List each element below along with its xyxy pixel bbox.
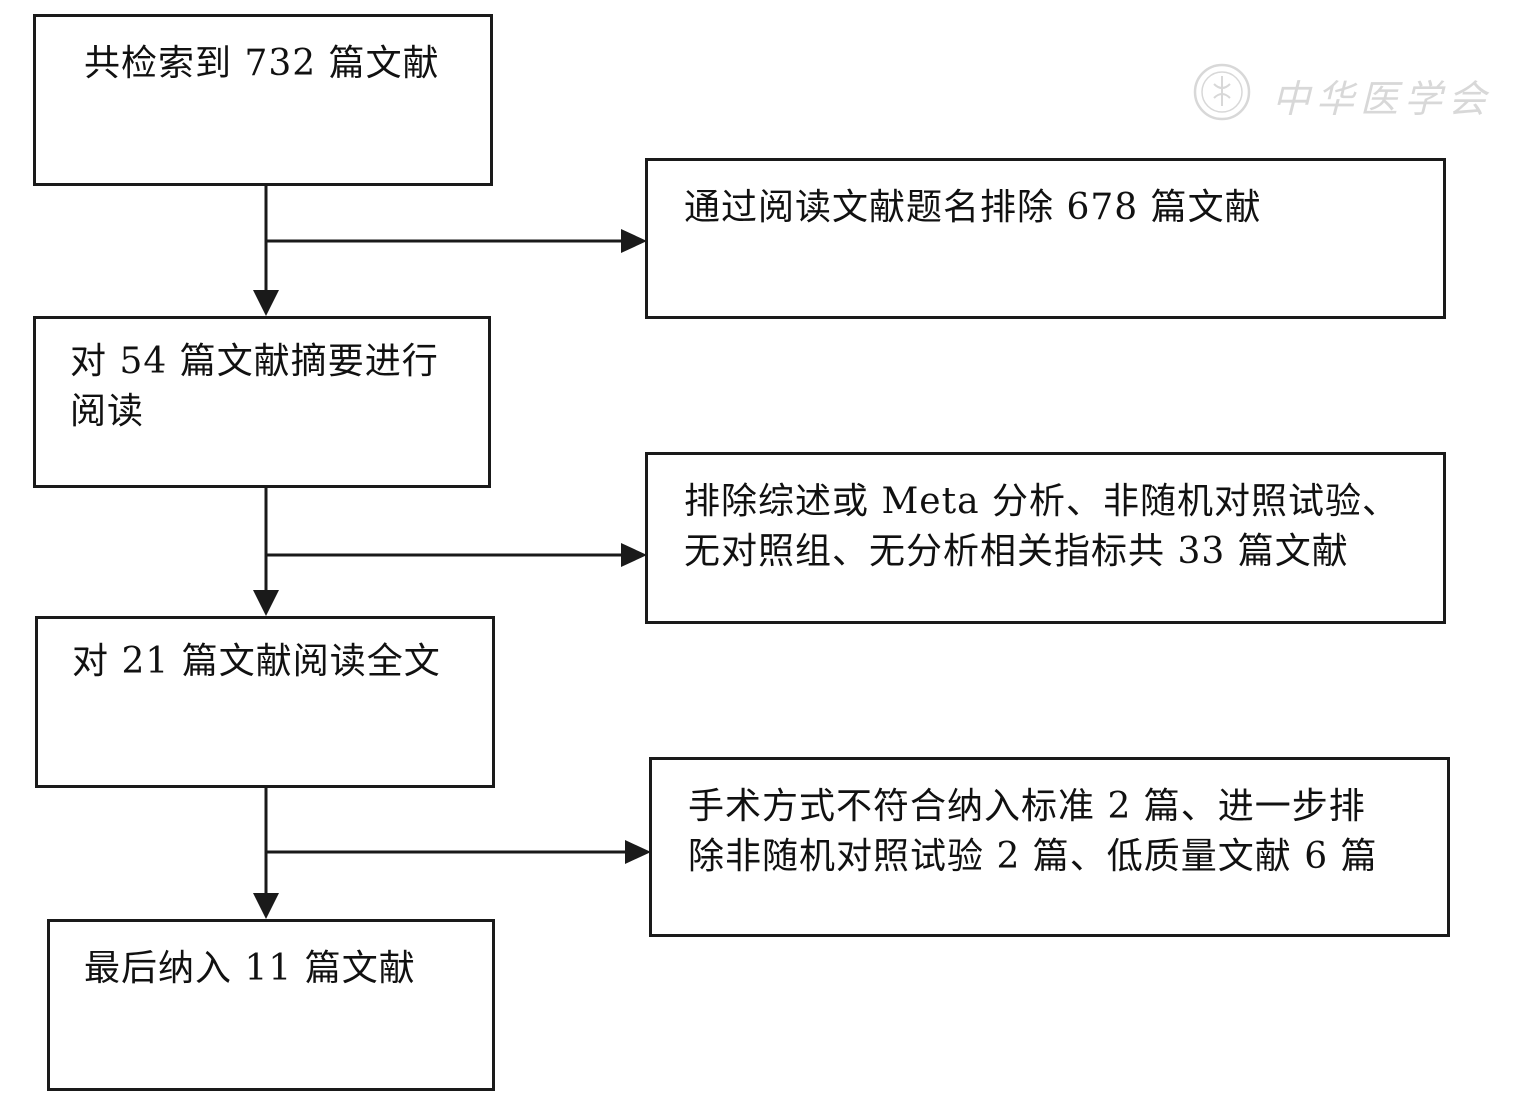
arrowhead-down-2 <box>253 590 279 616</box>
exclude-box-text: 除非随机对照试验 2 篇、低质量文献 6 篇 <box>688 836 1378 877</box>
step-box-text: 对 54 篇文献摘要进行 <box>70 341 439 382</box>
step-box-text: 共检索到 732 篇文献 <box>84 43 440 84</box>
step-box-text: 最后纳入 11 篇文献 <box>84 948 416 989</box>
step-box-text: 阅读 <box>70 391 145 432</box>
arrowhead-right-3 <box>625 840 651 864</box>
exclude-box-text: 排除综述或 Meta 分析、非随机对照试验、 <box>684 481 1399 522</box>
exclude-box-text: 通过阅读文献题名排除 678 篇文献 <box>684 187 1262 228</box>
exclude-box-title-screening: 通过阅读文献题名排除 678 篇文献 <box>645 158 1446 319</box>
step-box-abstract-reading: 对 54 篇文献摘要进行 阅读 <box>33 316 491 488</box>
exclude-box-text: 无对照组、无分析相关指标共 33 篇文献 <box>684 531 1349 572</box>
exclude-box-abstract-screening: 排除综述或 Meta 分析、非随机对照试验、 无对照组、无分析相关指标共 33 … <box>645 452 1446 624</box>
seal-icon <box>1193 63 1251 121</box>
step-box-retrieved: 共检索到 732 篇文献 <box>33 14 493 186</box>
exclude-box-text: 手术方式不符合纳入标准 2 篇、进一步排 <box>688 786 1366 827</box>
arrowhead-right-2 <box>621 543 647 567</box>
arrowhead-right-1 <box>621 229 647 253</box>
step-box-final-included: 最后纳入 11 篇文献 <box>47 919 495 1091</box>
watermark-text: 中华医学会 <box>1272 77 1493 121</box>
exclude-box-fulltext-screening: 手术方式不符合纳入标准 2 篇、进一步排 除非随机对照试验 2 篇、低质量文献 … <box>649 757 1450 937</box>
watermark: 中华医学会 <box>1192 62 1486 124</box>
arrowhead-down-1 <box>253 290 279 316</box>
arrowhead-down-3 <box>253 893 279 919</box>
step-box-fulltext-reading: 对 21 篇文献阅读全文 <box>35 616 495 788</box>
step-box-text: 对 21 篇文献阅读全文 <box>72 641 441 682</box>
